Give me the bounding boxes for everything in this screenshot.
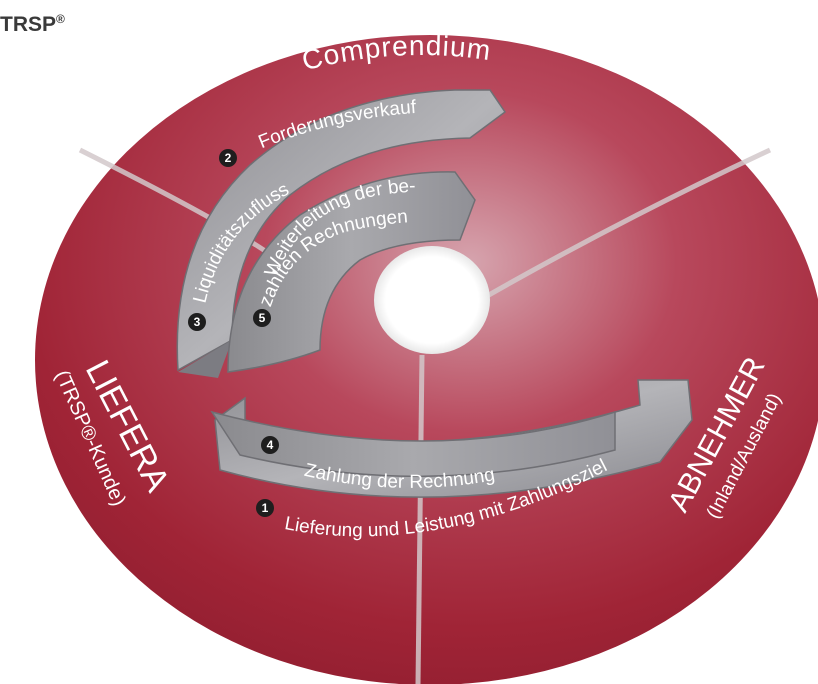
step-2-badge [219,149,237,167]
arrowhead-step-3 [178,340,232,378]
brand-mark: ® [56,12,65,26]
step-4-badge [261,436,279,454]
arrow-step-4 [210,410,616,478]
arrow-step-2-3 [176,89,507,372]
step-5-number: 5 [259,311,266,325]
divider-right [478,147,772,303]
step-2-number: 2 [225,151,232,165]
step-1-number: 1 [262,501,269,515]
divider-bottom [415,354,425,684]
step-4-number: 4 [267,438,274,452]
step-3-badge [188,313,206,331]
step-5-badge [253,309,271,327]
center-hub [374,246,490,354]
step-3-number: 3 [194,315,201,329]
arrow-step-5 [227,171,476,373]
brand-name: TRSP [0,13,57,36]
brand-logo: TRSP® [0,12,65,37]
step-1-badge [256,499,274,517]
